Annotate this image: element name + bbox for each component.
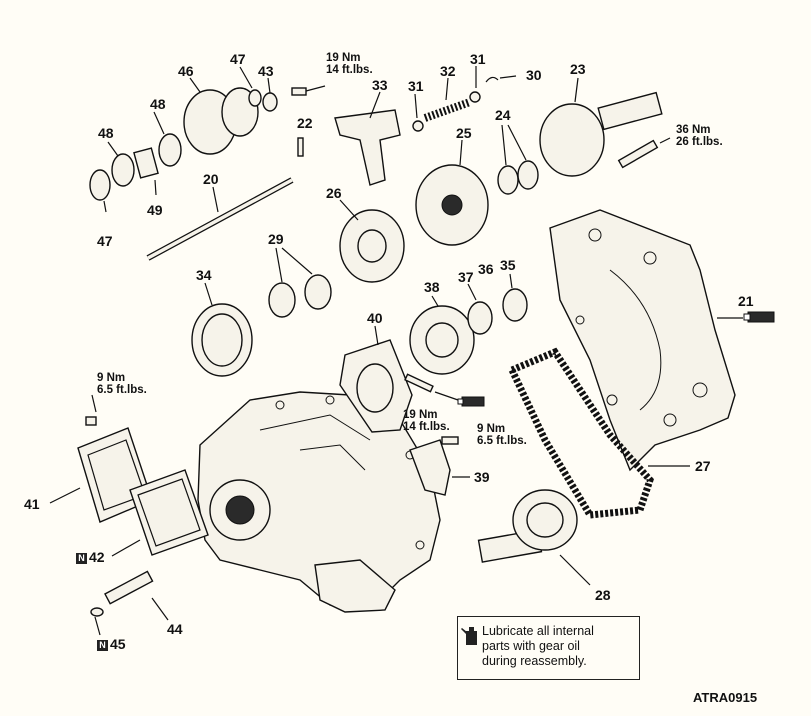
part-label-32: 32 [440,63,456,79]
part-label-36: 36 [478,261,494,277]
part-label-30: 30 [526,67,542,83]
rear-housing [549,209,736,472]
part-label-29: 29 [268,231,284,247]
new-part-marker-icon: N [97,640,108,651]
shift-fork [334,109,401,186]
part-label-46: 46 [178,63,194,79]
figure-code: ATRA0915 [693,690,758,705]
part-label-47: 47 [230,51,246,67]
part-label-31: 31 [470,51,486,67]
part-label-43: 43 [258,63,274,79]
torque-spec: 19 Nm 14 ft.lbs. [403,409,450,433]
part-label-38: 38 [424,279,440,295]
new-part-marker-icon: N [76,553,87,564]
part-label-48: 48 [150,96,166,112]
drive-chain [507,347,654,519]
part-label-27: 27 [695,458,711,474]
lubrication-note: Lubricate all internal parts with gear o… [457,616,640,680]
part-label-35: 35 [500,257,516,273]
part-label-48: 48 [98,125,114,141]
part-label-24: 24 [495,107,511,123]
part-label-33: 33 [372,77,388,93]
torque-spec: 36 Nm 26 ft.lbs. [676,124,723,148]
part-label-40: 40 [367,310,383,326]
sealant-tube-icon [457,396,485,407]
sealant-tube-icon [743,311,775,323]
torque-spec: 9 Nm 6.5 ft.lbs. [477,423,527,447]
part-label-49: 49 [147,202,163,218]
part-label-31: 31 [408,78,424,94]
part-label-26: 26 [326,185,342,201]
part-label-47: 47 [97,233,113,249]
part-label-22: 22 [297,115,313,131]
part-label-44: 44 [167,621,183,637]
part-label-34: 34 [196,267,212,283]
part-label-21: 21 [738,293,754,309]
part-label-23: 23 [570,61,586,77]
part-label-20: 20 [203,171,219,187]
part-label-25: 25 [456,125,472,141]
part-label-39: 39 [474,469,490,485]
part-label-37: 37 [458,269,474,285]
note-text: Lubricate all internal parts with gear o… [482,624,594,668]
part-label-41: 41 [24,496,40,512]
oil-can-icon [461,627,477,645]
torque-spec: 19 Nm 14 ft.lbs. [326,52,373,76]
part-label-28: 28 [595,587,611,603]
torque-spec: 9 Nm 6.5 ft.lbs. [97,372,147,396]
